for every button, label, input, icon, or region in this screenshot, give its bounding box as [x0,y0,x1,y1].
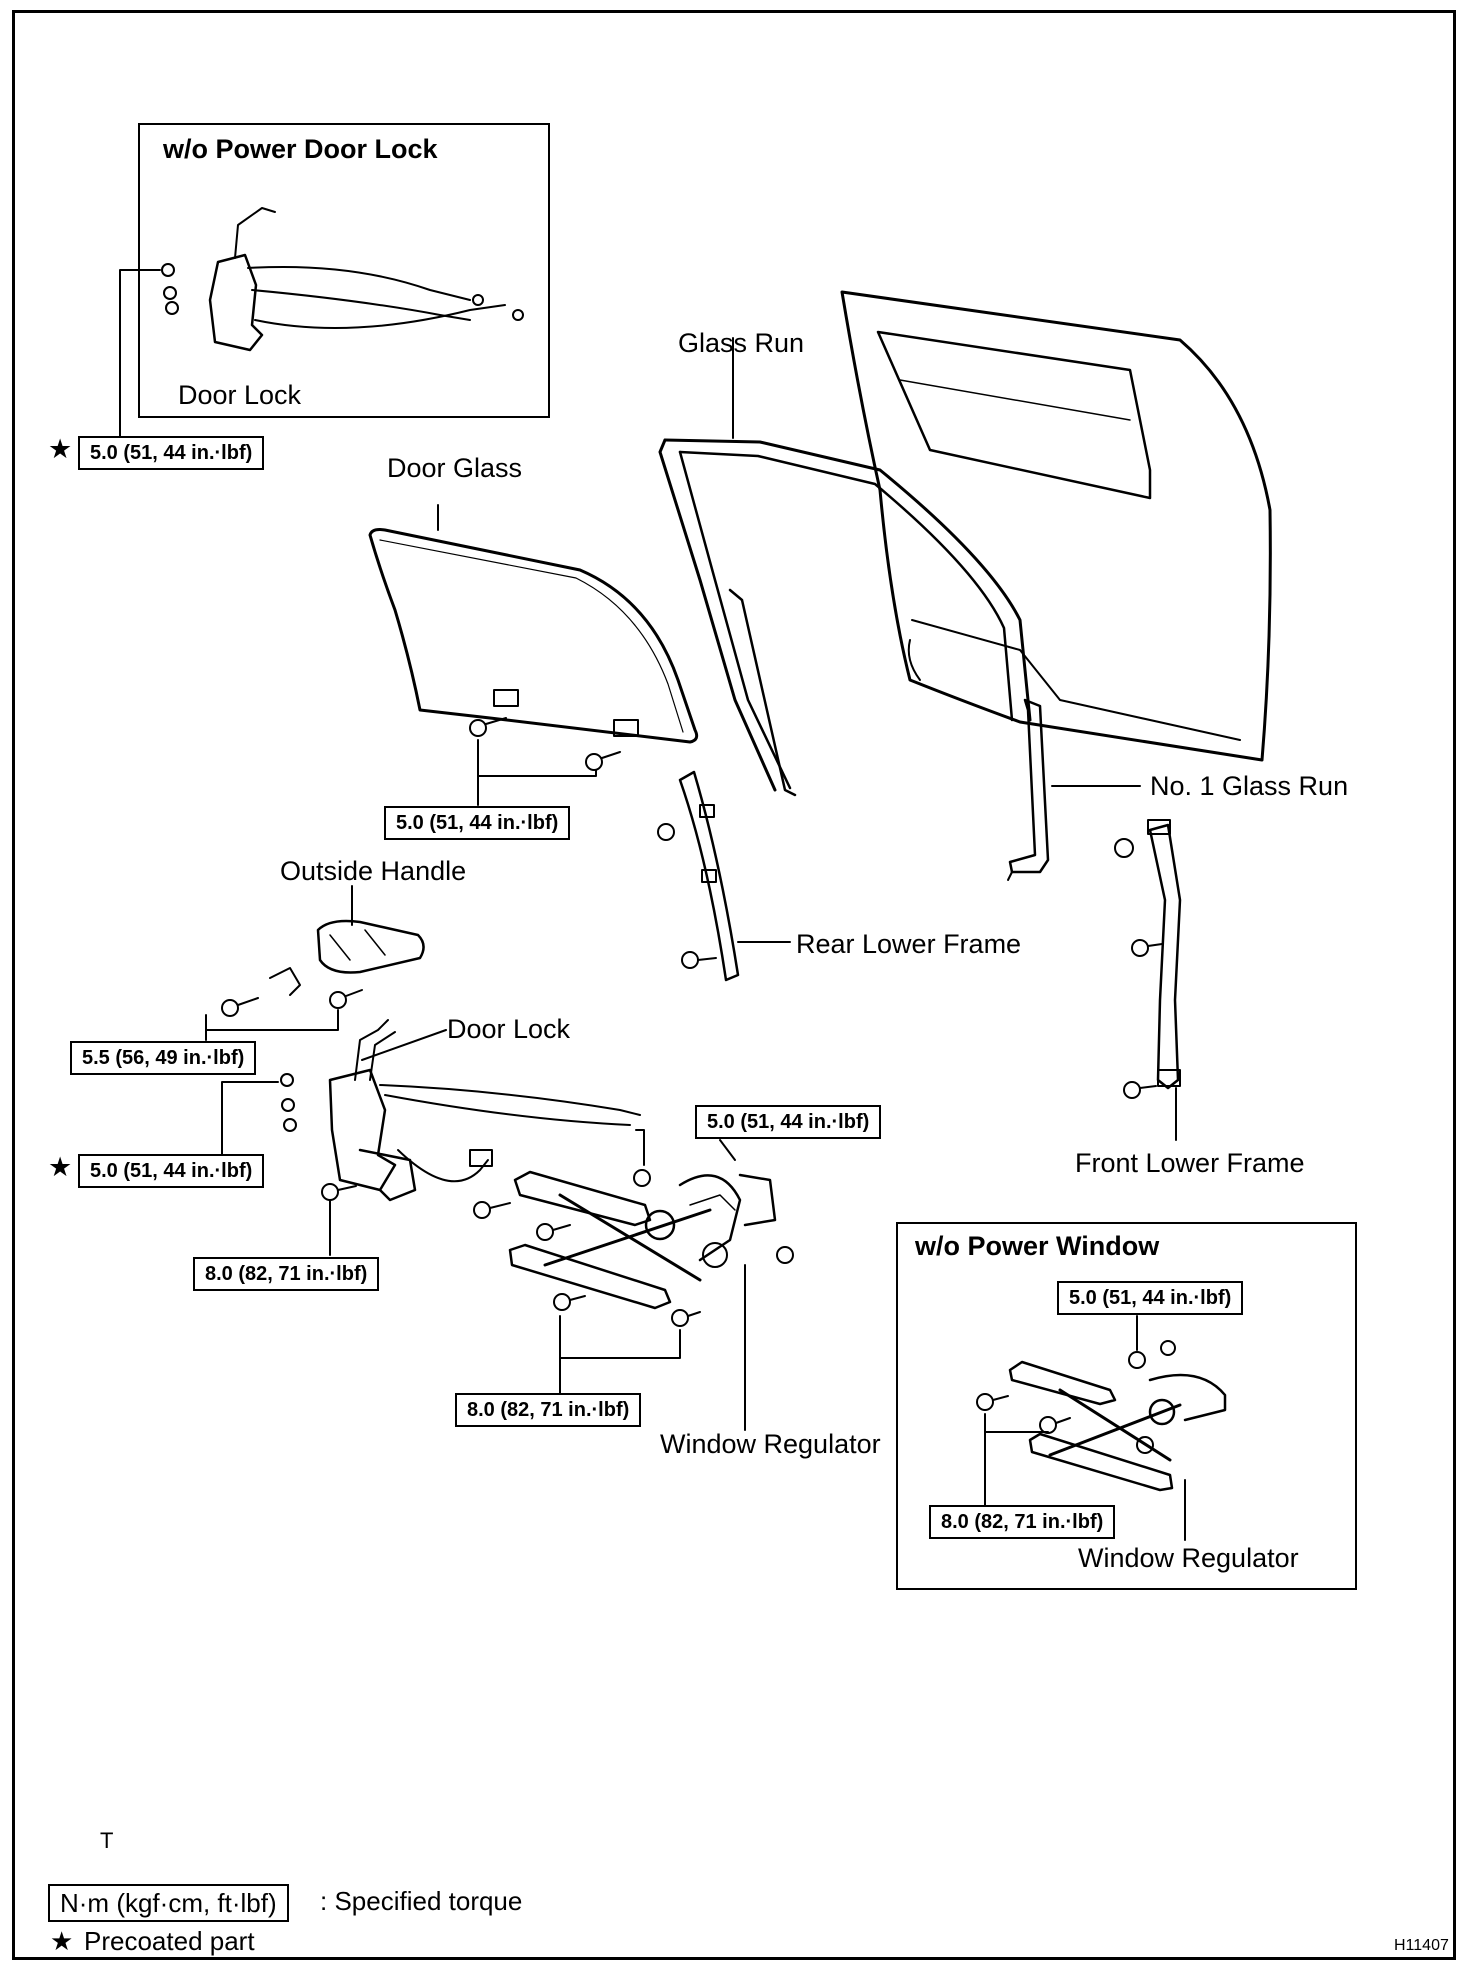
inset-title-power-window: w/o Power Window [915,1231,1160,1261]
front-lower-frame-part [1114,819,1182,1141]
precoated-star-inset-lock: ★ [48,434,73,464]
torque-regulator: 8.0 (82, 71 in.·lbf) [455,1393,642,1427]
inset-title-power-door-lock: w/o Power Door Lock [163,134,438,164]
door-lock-label: Door Lock [447,1014,571,1044]
figure-code: H11407 [1394,1937,1449,1954]
legend-precoated-star: ★ [50,1926,74,1956]
torque-outside-handle: 5.5 (56, 49 in.·lbf) [70,1041,257,1075]
rear-lower-frame-label: Rear Lower Frame [796,929,1022,959]
no1-glass-run-part [1007,698,1141,881]
glass-run-seal [658,337,1032,797]
torque-door-lock: 5.0 (51, 44 in.·lbf) [78,1154,265,1188]
stray-mark: T [100,1828,114,1853]
precoated-star-door-lock: ★ [48,1152,73,1182]
door-panel [840,290,1272,762]
inset-door-lock-drawing [119,207,524,441]
inset-window-regulator-label: Window Regulator [1078,1543,1299,1573]
front-lower-frame-label: Front Lower Frame [1075,1148,1305,1178]
legend-torque-text: : Specified torque [320,1886,523,1916]
door-glass-part [368,504,699,806]
outside-handle-part [205,885,425,1041]
torque-door-glass: 5.0 (51, 44 in.·lbf) [384,806,571,840]
legend-precoated-text: Precoated part [84,1926,255,1956]
inset-power-door-lock [138,123,550,418]
outside-handle-label: Outside Handle [280,856,467,886]
torque-inset-door-lock: 5.0 (51, 44 in.·lbf) [78,436,265,470]
inset-window-regulator-drawing [976,1315,1227,1541]
door-glass-label: Door Glass [387,453,523,483]
glass-run-label: Glass Run [678,328,805,358]
no1-glass-run-label: No. 1 Glass Run [1150,771,1349,801]
torque-regulator-motor: 5.0 (51, 44 in.·lbf) [695,1105,882,1139]
inset-door-lock-label: Door Lock [178,380,302,410]
door-lock-part [221,1019,641,1256]
inset-power-window [896,1222,1357,1590]
page-frame [12,10,1456,1960]
legend-torque-box: N·m (kgf·cm, ft·lbf) [48,1884,289,1922]
window-regulator-part [473,1129,794,1431]
rear-lower-frame-part [657,770,791,982]
torque-inset-regulator-bottom: 8.0 (82, 71 in.·lbf) [929,1505,1116,1539]
window-regulator-label: Window Regulator [660,1429,881,1459]
torque-inset-regulator-top: 5.0 (51, 44 in.·lbf) [1057,1281,1244,1315]
torque-lock-motor: 8.0 (82, 71 in.·lbf) [193,1257,380,1291]
